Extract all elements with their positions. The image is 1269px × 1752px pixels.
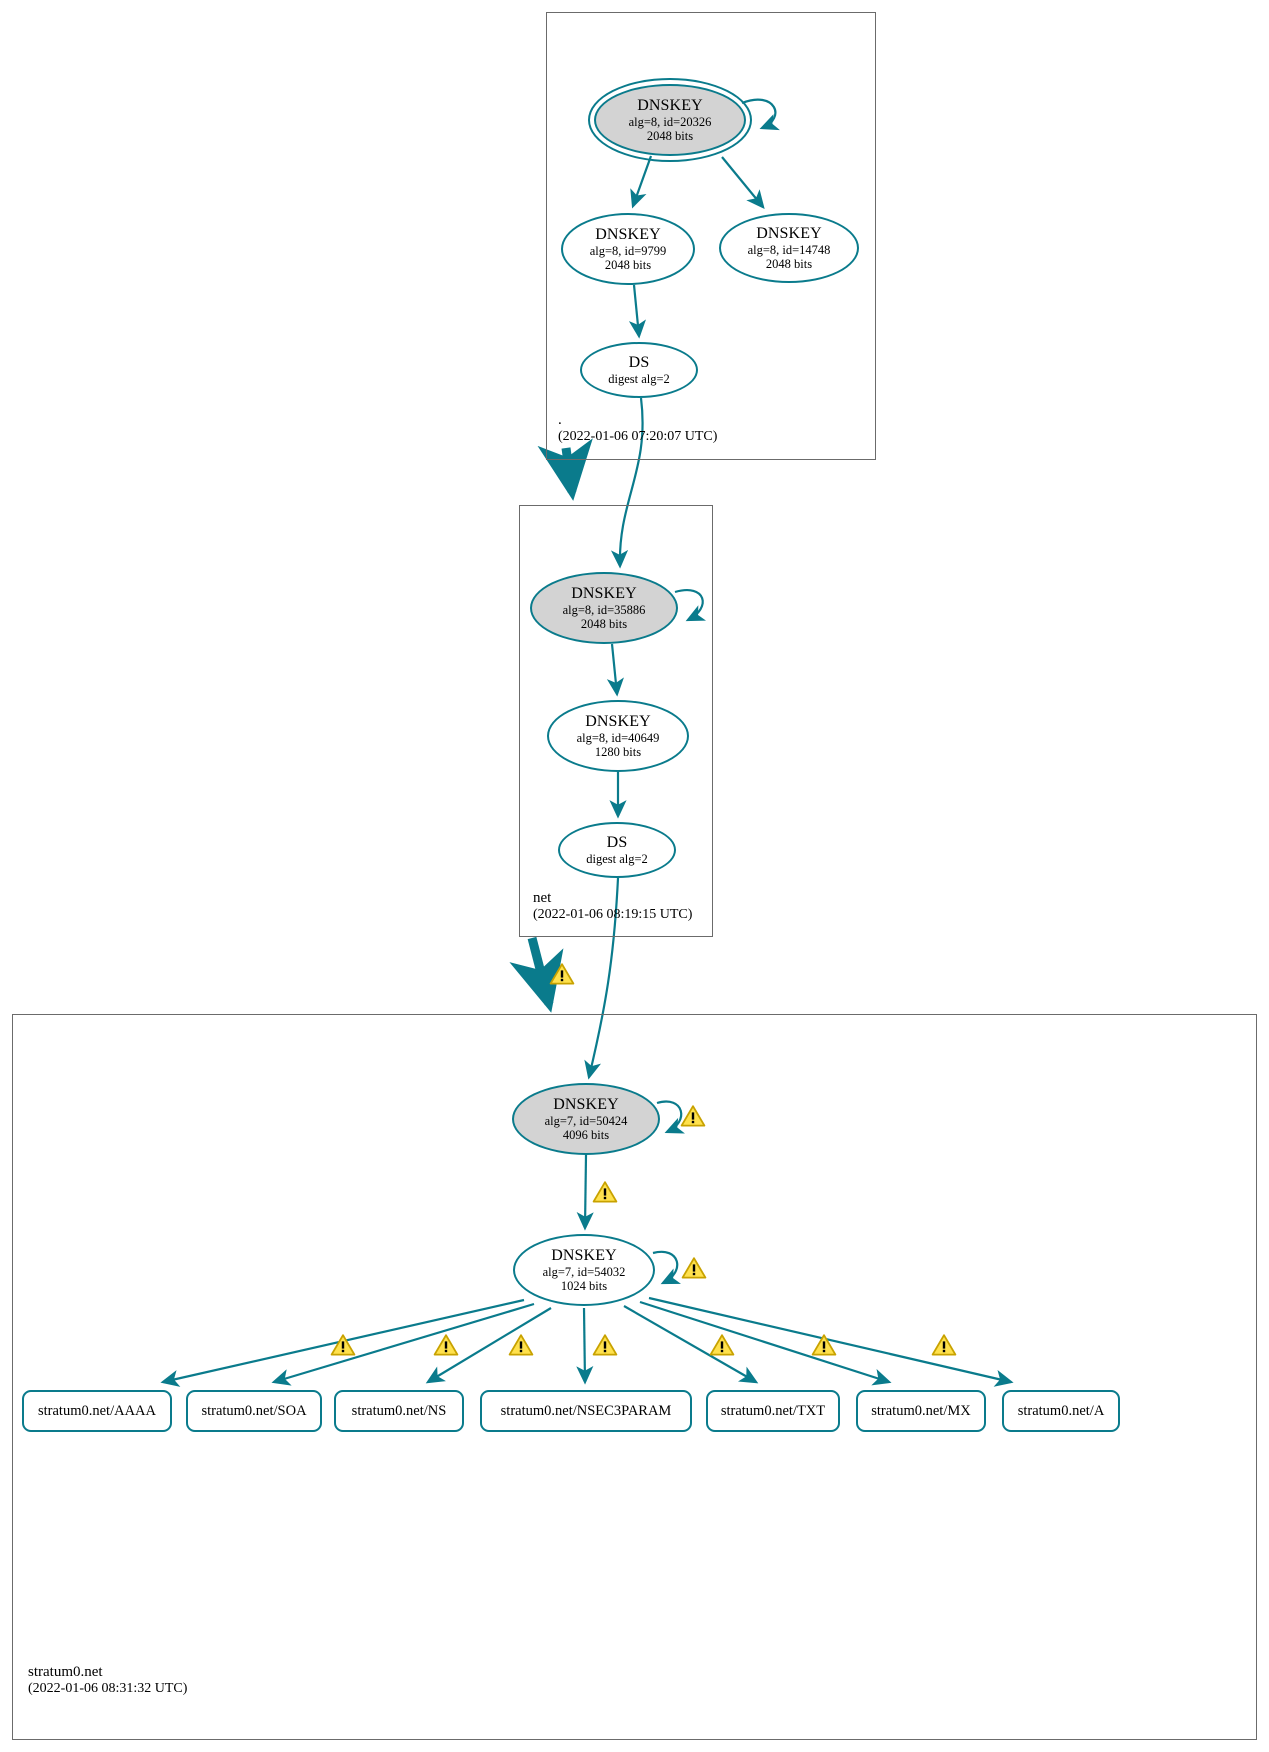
node-detail-s0-zsk-54032: alg=7, id=54032 bbox=[542, 1264, 626, 1279]
node-detail-root-zsk-9799: alg=8, id=9799 bbox=[589, 243, 667, 258]
rrset-label-rr-txt: stratum0.net/TXT bbox=[720, 1402, 826, 1419]
node-detail-net-ds: digest alg=2 bbox=[586, 851, 648, 866]
zone-box-stratum0 bbox=[12, 1014, 1257, 1740]
rrset-label-rr-ns: stratum0.net/NS bbox=[351, 1402, 447, 1419]
rrset-label-rr-nsec3param: stratum0.net/NSEC3PARAM bbox=[500, 1402, 672, 1419]
zone-label-root: .(2022-01-06 07:20:07 UTC) bbox=[558, 412, 717, 445]
rrset-rr-ns[interactable]: stratum0.net/NS bbox=[334, 1390, 464, 1432]
zone-name-net: net bbox=[533, 890, 552, 906]
node-type-s0-zsk-54032: DNSKEY bbox=[551, 1247, 617, 1265]
rrset-label-rr-aaaa: stratum0.net/AAAA bbox=[38, 1402, 156, 1419]
zone-box-net bbox=[519, 505, 713, 937]
zone-name-stratum0: stratum0.net bbox=[28, 1664, 103, 1680]
node-type-root-zsk-9799: DNSKEY bbox=[595, 226, 661, 244]
rrset-rr-nsec3param[interactable]: stratum0.net/NSEC3PARAM bbox=[480, 1390, 692, 1432]
node-type-root-ds: DS bbox=[628, 354, 650, 372]
rrset-label-rr-a: stratum0.net/A bbox=[1017, 1402, 1105, 1419]
node-type-s0-ksk-50424: DNSKEY bbox=[553, 1096, 619, 1114]
zone-timestamp-root: (2022-01-06 07:20:07 UTC) bbox=[558, 429, 718, 444]
node-size-net-ksk-35886: 2048 bits bbox=[580, 616, 628, 631]
rrset-rr-mx[interactable]: stratum0.net/MX bbox=[856, 1390, 986, 1432]
node-detail-root-zsk-14748: alg=8, id=14748 bbox=[747, 242, 831, 257]
zone-timestamp-net: (2022-01-06 08:19:15 UTC) bbox=[533, 907, 693, 922]
edge-net-zone-to-stratum0-zone bbox=[509, 936, 564, 1013]
rrset-label-rr-mx: stratum0.net/MX bbox=[871, 1402, 971, 1419]
node-type-net-zsk-40649: DNSKEY bbox=[585, 713, 651, 731]
trust-anchor-ring-root-ksk-20326 bbox=[588, 78, 752, 162]
zone-label-net: net(2022-01-06 08:19:15 UTC) bbox=[533, 890, 692, 923]
rrset-label-rr-soa: stratum0.net/SOA bbox=[201, 1402, 307, 1419]
node-size-s0-zsk-54032: 1024 bits bbox=[560, 1278, 608, 1293]
node-size-root-ksk-20326: 2048 bits bbox=[646, 128, 694, 143]
warn-net-delegation-icon bbox=[549, 963, 575, 985]
node-detail-root-ds: digest alg=2 bbox=[608, 371, 670, 386]
node-size-s0-ksk-50424: 4096 bits bbox=[562, 1127, 610, 1142]
node-detail-net-zsk-40649: alg=8, id=40649 bbox=[576, 730, 660, 745]
rrset-rr-txt[interactable]: stratum0.net/TXT bbox=[706, 1390, 840, 1432]
node-detail-root-ksk-20326: alg=8, id=20326 bbox=[628, 114, 712, 129]
node-type-net-ksk-35886: DNSKEY bbox=[571, 585, 637, 603]
node-type-root-zsk-14748: DNSKEY bbox=[756, 225, 822, 243]
rrset-rr-aaaa[interactable]: stratum0.net/AAAA bbox=[22, 1390, 172, 1432]
zone-label-stratum0: stratum0.net(2022-01-06 08:31:32 UTC) bbox=[28, 1664, 187, 1697]
zone-box-root bbox=[546, 12, 876, 460]
zone-name-root: . bbox=[558, 412, 562, 428]
node-type-net-ds: DS bbox=[606, 834, 628, 852]
node-type-root-ksk-20326: DNSKEY bbox=[637, 97, 703, 115]
node-size-root-zsk-9799: 2048 bits bbox=[604, 257, 652, 272]
node-size-net-zsk-40649: 1280 bits bbox=[594, 744, 642, 759]
rrset-rr-a[interactable]: stratum0.net/A bbox=[1002, 1390, 1120, 1432]
zone-timestamp-stratum0: (2022-01-06 08:31:32 UTC) bbox=[28, 1681, 188, 1696]
node-detail-s0-ksk-50424: alg=7, id=50424 bbox=[544, 1113, 628, 1128]
node-detail-net-ksk-35886: alg=8, id=35886 bbox=[562, 602, 646, 617]
node-size-root-zsk-14748: 2048 bits bbox=[765, 256, 813, 271]
rrset-rr-soa[interactable]: stratum0.net/SOA bbox=[186, 1390, 322, 1432]
